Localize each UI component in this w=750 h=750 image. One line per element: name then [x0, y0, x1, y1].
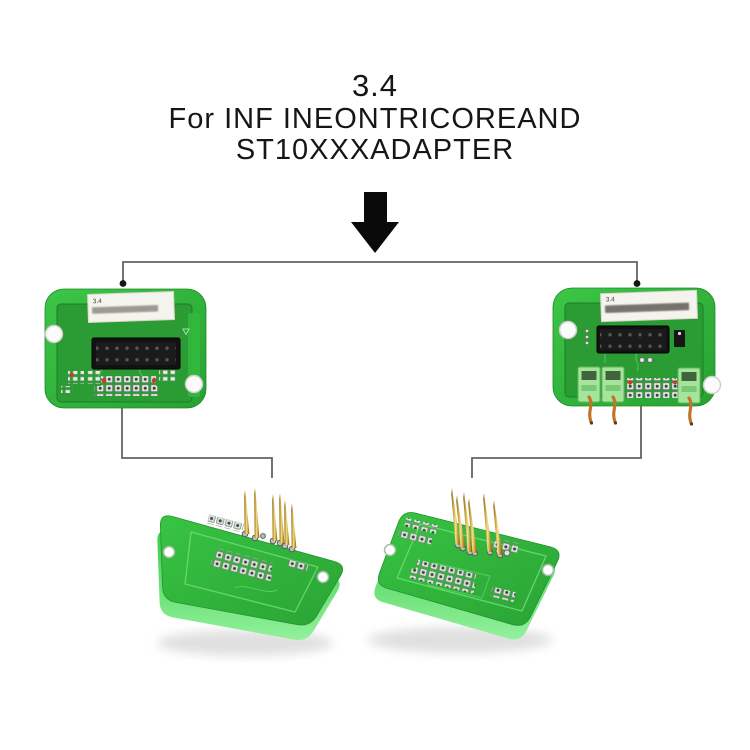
- pogo-pin: [284, 500, 290, 545]
- small-pads-column: [584, 328, 590, 346]
- down-arrow-head: [351, 222, 399, 253]
- pogo-pin: [493, 500, 503, 555]
- smd-component: [674, 330, 685, 347]
- probe-board-bottom-left: [157, 488, 344, 656]
- title-line-3: ST10XXXADAPTER: [235, 134, 515, 166]
- red-marked-pad: [101, 378, 107, 383]
- red-marked-pad: [627, 380, 633, 385]
- mounting-hole: [162, 545, 176, 559]
- terminal-block: [577, 366, 601, 403]
- red-marked-pad: [673, 380, 677, 385]
- contact-tip: [589, 421, 594, 425]
- red-marked-pad: [151, 378, 157, 383]
- page-title: 3.4 For INF INEONTRICOREAND ST10XXXADAPT…: [0, 68, 750, 166]
- adapter-board-top-left: 3.4: [44, 288, 207, 409]
- mounting-hole: [184, 374, 204, 394]
- label-smudge-text: [604, 302, 690, 313]
- contact-tip: [613, 421, 618, 425]
- mounting-hole: [558, 320, 578, 340]
- trace-outline: [184, 531, 319, 613]
- idc-connector: [596, 325, 670, 354]
- copper-contact: [611, 395, 617, 424]
- label-smudge-text: [92, 305, 159, 314]
- title-line-2: For INF INEONTRICOREAND: [168, 103, 582, 135]
- pogo-pin: [272, 494, 278, 541]
- silkscreen-triangle: [182, 328, 190, 336]
- terminal-blocks: [577, 366, 701, 426]
- probe-board-bottom-right: [368, 488, 560, 653]
- solder-pads: [61, 370, 176, 396]
- pogo-pins: [451, 488, 503, 555]
- mounting-hole: [702, 375, 722, 395]
- pogo-pin: [254, 488, 260, 538]
- label-code-text: 3.4: [93, 298, 103, 305]
- pogo-pin: [456, 495, 466, 548]
- trace-lines: [604, 352, 639, 372]
- pogo-pins: [244, 488, 297, 548]
- idc-connector: [91, 337, 181, 370]
- step-connector-left: [121, 407, 273, 478]
- copper-contact: [587, 395, 593, 424]
- solder-pads: [623, 356, 681, 398]
- label-code-text: 3.4: [606, 296, 616, 303]
- mounting-hole: [541, 563, 555, 577]
- bracket-connector: [122, 261, 638, 281]
- pogo-pin: [463, 492, 473, 552]
- board-label: 3.4: [600, 289, 698, 323]
- pogo-pin: [468, 498, 478, 553]
- trace-line: [234, 586, 278, 592]
- mounting-hole: [44, 324, 64, 344]
- pogo-pin: [244, 490, 250, 534]
- pogo-pin: [279, 493, 285, 543]
- copper-contact: [687, 396, 693, 425]
- contact-tip: [689, 422, 694, 426]
- pogo-pin: [483, 493, 493, 552]
- mounting-hole: [316, 570, 330, 584]
- terminal-block: [601, 366, 625, 403]
- terminal-block: [677, 367, 701, 404]
- red-marked-pad: [70, 373, 74, 377]
- adapter-board-top-right: 3.4: [552, 287, 722, 426]
- mounting-hole: [383, 543, 397, 557]
- board-label: 3.4: [87, 290, 175, 323]
- pogo-pin: [291, 503, 297, 548]
- pogo-pin: [451, 488, 461, 545]
- title-version: 3.4: [351, 68, 399, 103]
- down-arrow-shaft: [364, 192, 387, 223]
- solder-pads: [206, 514, 309, 583]
